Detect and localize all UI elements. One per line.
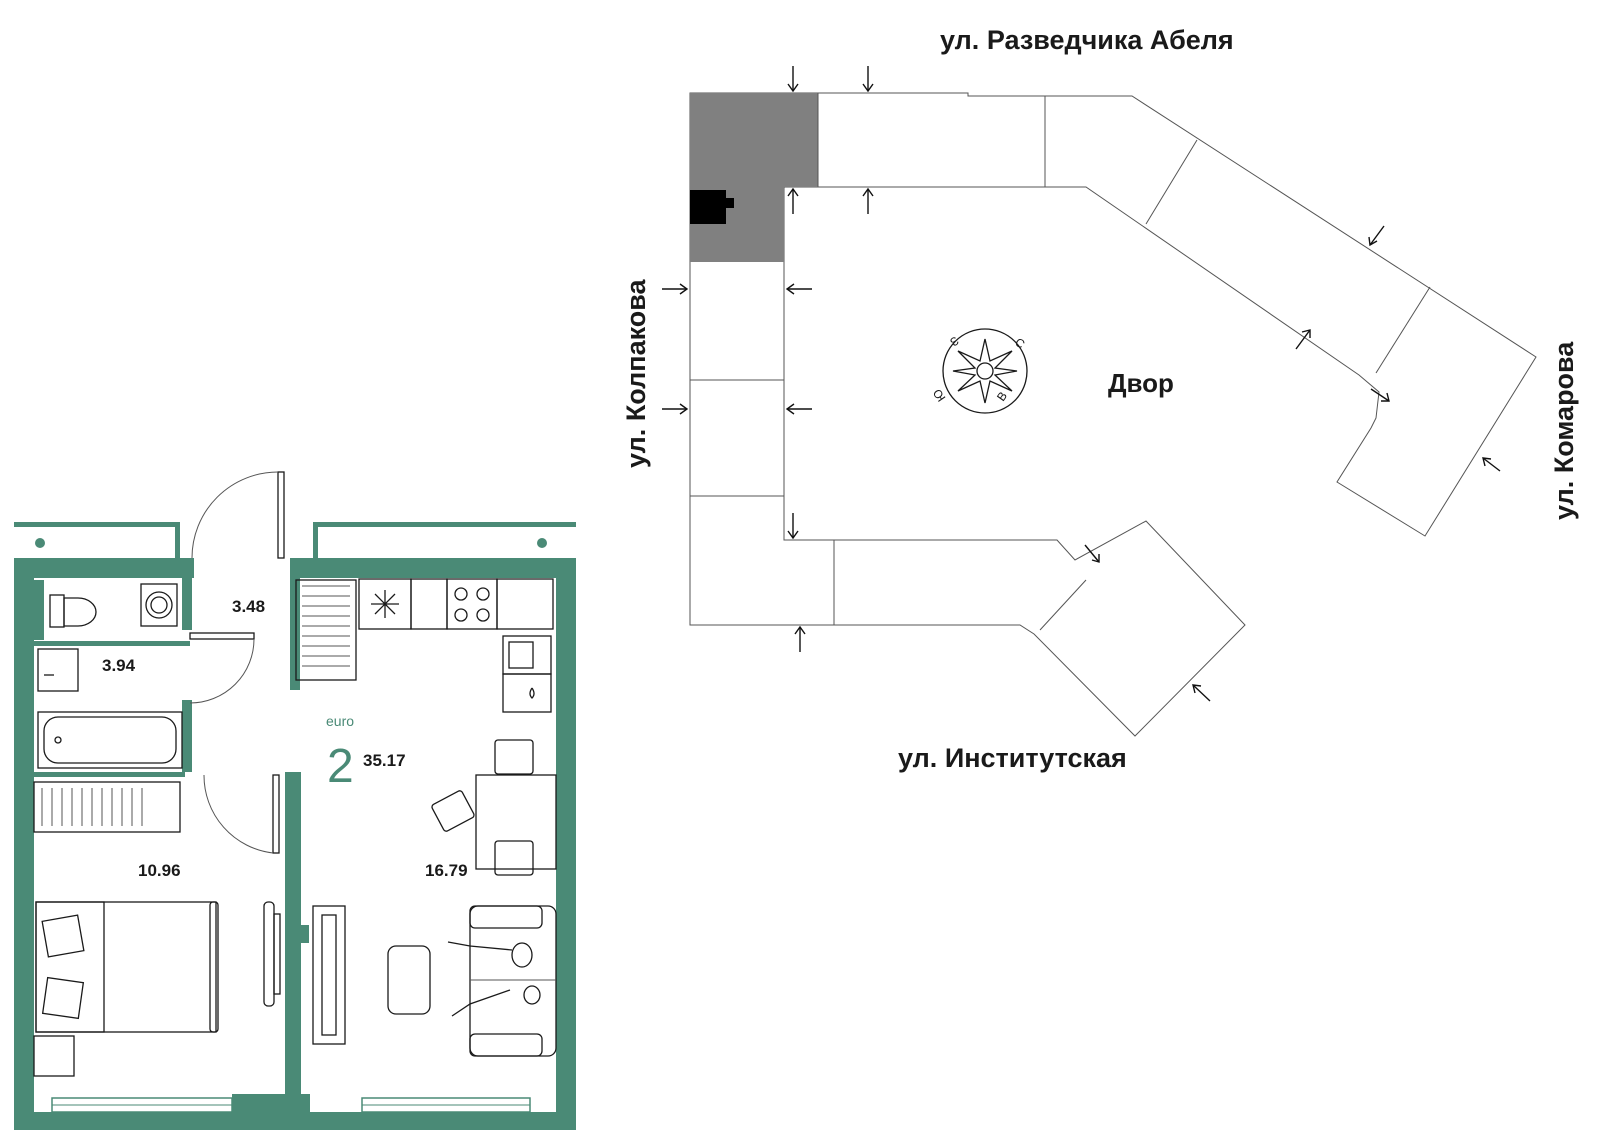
entrance-arrow: [862, 66, 874, 93]
tv-stand-icon: [312, 905, 346, 1045]
compass-north-label: С: [1012, 335, 1027, 352]
stove-icon: [446, 578, 498, 630]
bedroom-tv-icon: [263, 901, 281, 1007]
walls: [14, 558, 576, 1130]
street-left-label: ул. Колпакова: [621, 279, 651, 468]
coffee-table: [387, 945, 431, 1015]
entrance-arrow: [1084, 544, 1100, 563]
total-area-label: 35.17: [363, 751, 406, 770]
bathroom-area-label: 3.94: [102, 656, 136, 675]
entrance-arrow: [787, 187, 799, 214]
entrance-arrow: [787, 66, 799, 93]
dishwasher-icon: [502, 673, 552, 713]
entrance-arrow: [662, 403, 689, 415]
hall-area-label: 3.48: [232, 597, 265, 616]
toilet-icon: [49, 594, 97, 628]
sofa-icon: [469, 905, 557, 1057]
entrance-arrow: [662, 283, 689, 295]
apartment-marker-notch: [722, 198, 734, 208]
entrance-arrow: [1295, 329, 1311, 350]
kitchen-sink-icon: [502, 635, 552, 675]
street-bottom-label: ул. Институтская: [898, 743, 1127, 773]
street-right-label: ул. Комарова: [1549, 341, 1579, 520]
compass-west-label: З: [947, 334, 961, 350]
entrance-arrow: [1482, 457, 1501, 472]
wardrobe-icon: [33, 781, 181, 833]
bed-icon: [35, 901, 219, 1033]
apartment-marker: [690, 190, 726, 224]
balcony-railing: [14, 522, 576, 558]
section-divider: [1039, 579, 1087, 631]
entrance-arrow: [794, 625, 806, 652]
entrance-door[interactable]: [191, 471, 285, 559]
rooms-count: 2: [327, 740, 354, 793]
windows: [51, 1097, 531, 1113]
compass-center: [976, 362, 994, 380]
kitchen-counter: [410, 578, 448, 630]
selected-section[interactable]: [690, 93, 818, 262]
entrance-arrow: [785, 403, 812, 415]
floor-plan: 3.48 3.94 10.96 16.79 euro 2 35.17: [14, 471, 576, 1130]
washing-machine-icon: [140, 583, 178, 627]
fridge-icon: [358, 578, 412, 630]
bathroom-door[interactable]: [189, 632, 255, 704]
compass-east-label: В: [994, 389, 1010, 404]
compass-south-label: Ю: [930, 386, 948, 404]
radiator-icon: [295, 579, 357, 681]
yard-label: Двор: [1108, 368, 1174, 398]
bedroom-area-label: 10.96: [138, 861, 181, 880]
living-kitchen-area-label: 16.79: [425, 861, 468, 880]
kitchen-counter: [496, 578, 554, 630]
entrance-arrows: [662, 66, 1501, 702]
people-on-sofa-icon: [447, 941, 541, 1017]
dining-table: [431, 739, 557, 876]
entrance-arrow: [1368, 225, 1385, 247]
nightstand: [33, 1035, 75, 1077]
section-divider: [1145, 139, 1198, 225]
bathtub-icon: [37, 711, 183, 769]
bedroom-door[interactable]: [203, 774, 280, 854]
sink-icon: [37, 648, 79, 692]
site-plan: Двор С В Ю З ул. Разведчика Абеля ул. Ко…: [621, 25, 1579, 773]
entrance-arrow: [785, 283, 812, 295]
compass-rose-icon: [952, 338, 1018, 404]
compass: [942, 328, 1028, 414]
entrance-arrow: [787, 513, 799, 540]
street-top-label: ул. Разведчика Абеля: [940, 25, 1234, 55]
section-divider: [1375, 286, 1431, 374]
building-outline: [689, 92, 1537, 737]
euro-label: euro: [326, 713, 354, 729]
entrance-arrow: [862, 187, 874, 214]
compass-ring: [942, 328, 1028, 414]
entrance-arrow: [1192, 684, 1211, 702]
entrance-arrow: [1370, 388, 1390, 402]
